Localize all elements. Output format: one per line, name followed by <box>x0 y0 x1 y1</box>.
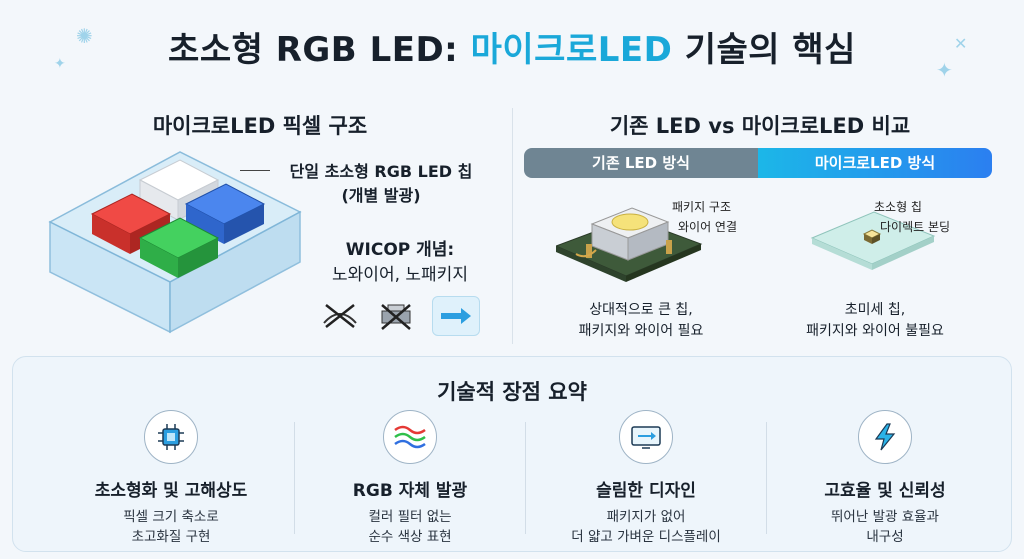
feature-desc-line-2: 내구성 <box>866 529 904 545</box>
comparison-heading: 기존 LED vs 마이크로LED 비교 <box>609 114 911 138</box>
wicop-subtitle: 노와이어, 노패키지 <box>332 265 468 285</box>
feature-description: 픽셀 크기 축소로 초고화질 구현 <box>56 507 286 547</box>
micro-caption-line-2: 패키지와 와이어 불필요 <box>806 323 944 339</box>
sparkle-icon: ✦ <box>936 58 953 82</box>
feature-efficiency: 고효율 및 신뢰성 뛰어난 발광 효율과 내구성 <box>770 410 1000 547</box>
wicop-title: WICOP 개념: <box>345 240 455 260</box>
section-divider <box>512 108 513 344</box>
feature-divider <box>766 422 767 534</box>
feature-desc-line-2: 순수 색상 표현 <box>368 529 452 545</box>
feature-rgb-emission: RGB 자체 발광 컬러 필터 없는 순수 색상 표현 <box>295 410 525 547</box>
wicop-label: WICOP 개념: 노와이어, 노패키지 <box>300 238 500 288</box>
feature-title: 슬림한 디자인 <box>596 481 696 501</box>
sparkle-icon: ✦ <box>54 56 66 72</box>
feature-divider <box>525 422 526 534</box>
feature-description: 뛰어난 발광 효율과 내구성 <box>770 507 1000 547</box>
feature-title: 초소형화 및 고해상도 <box>94 481 248 501</box>
no-wire-icon <box>316 296 364 336</box>
pixel-structure-heading: 마이크로LED 픽셀 구조 <box>152 114 368 138</box>
page-title: 초소형 RGB LED: 마이크로LED 기술의 핵심 <box>0 22 1024 71</box>
lightning-icon <box>858 410 912 464</box>
no-package-icon <box>372 296 420 336</box>
chip-icon <box>144 410 198 464</box>
pixel-structure-illustration <box>48 151 302 334</box>
conventional-caption: 상대적으로 큰 칩, 패키지와 와이어 필요 <box>524 300 758 342</box>
feature-title: 고효율 및 신뢰성 <box>824 481 946 501</box>
chip-label-line-1: 단일 초소형 RGB LED 칩 <box>289 162 473 181</box>
title-main: 초소형 RGB LED: <box>168 30 471 70</box>
feature-desc-line-2: 초고화질 구현 <box>131 529 211 545</box>
conventional-caption-line-2: 패키지와 와이어 필요 <box>578 323 704 339</box>
micro-caption: 초미세 칩, 패키지와 와이어 불필요 <box>758 300 992 342</box>
conventional-anno-wire: 와이어 연결 <box>678 220 738 234</box>
chip-label-line-2: (개별 발광) <box>341 186 421 205</box>
micro-anno-chip: 초소형 칩 <box>874 200 922 214</box>
conventional-anno-package: 패키지 구조 <box>672 200 732 214</box>
chip-label: 단일 초소형 RGB LED 칩 (개별 발광) <box>276 160 486 208</box>
arrow-right-icon <box>432 296 480 336</box>
feature-desc-line-1: 패키지가 없어 <box>606 509 686 525</box>
feature-divider <box>294 422 295 534</box>
title-tail: 기술의 핵심 <box>672 30 856 70</box>
micro-led-illustration <box>810 211 936 270</box>
micro-caption-line-1: 초미세 칩, <box>844 302 906 318</box>
feature-desc-line-1: 픽셀 크기 축소로 <box>123 509 219 525</box>
feature-desc-line-1: 뛰어난 발광 효율과 <box>831 509 939 525</box>
conventional-led-header: 기존 LED 방식 <box>524 148 758 178</box>
rgb-waves-icon <box>383 410 437 464</box>
feature-miniaturization: 초소형화 및 고해상도 픽셀 크기 축소로 초고화질 구현 <box>56 410 286 547</box>
conventional-caption-line-1: 상대적으로 큰 칩, <box>589 302 693 318</box>
sparkle-icon: ✕ <box>954 34 968 53</box>
feature-title: RGB 자체 발광 <box>352 481 468 501</box>
feature-description: 컬러 필터 없는 순수 색상 표현 <box>295 507 525 547</box>
blue-led-chip <box>184 183 266 244</box>
feature-description: 패키지가 없어 더 얇고 가벼운 디스플레이 <box>531 507 761 547</box>
conventional-led-illustration <box>556 207 703 282</box>
sparkle-icon: ✺ <box>76 24 93 48</box>
micro-led-header: 마이크로LED 방식 <box>758 148 992 178</box>
chip-callout-line <box>240 170 270 171</box>
summary-heading: 기술적 장점 요약 <box>437 380 587 404</box>
feature-desc-line-2: 더 얇고 가벼운 디스플레이 <box>571 529 721 545</box>
slim-display-icon <box>619 410 673 464</box>
feature-desc-line-1: 컬러 필터 없는 <box>368 509 452 525</box>
title-accent: 마이크로LED <box>470 30 673 70</box>
micro-anno-bonding: 다이렉트 본딩 <box>880 220 951 234</box>
green-led-chip <box>138 217 220 278</box>
feature-slim-design: 슬림한 디자인 패키지가 없어 더 얇고 가벼운 디스플레이 <box>531 410 761 547</box>
